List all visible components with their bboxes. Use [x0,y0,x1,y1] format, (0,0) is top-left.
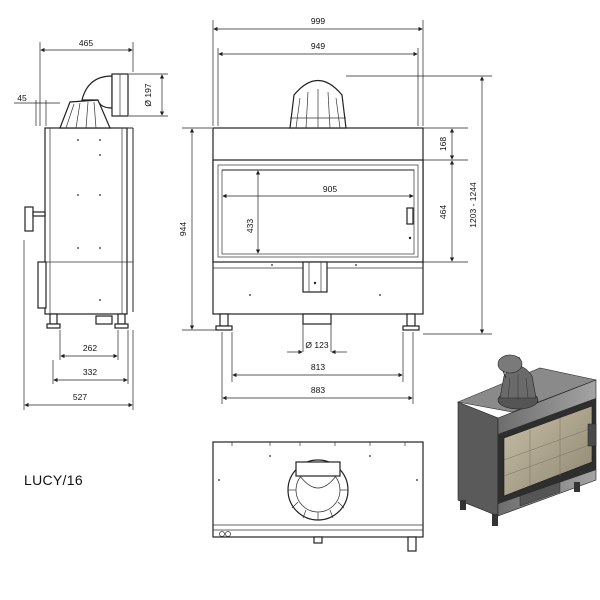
front-view: 999 949 905 433 168 464 1203 - 1244 944 [178,16,492,404]
dim-side-width: 465 [79,38,93,48]
dim-top-to-glass: 168 [438,137,448,151]
side-view: 465 45 Ø 197 262 332 527 [14,38,168,410]
dim-flue-diameter: Ø 197 [143,83,153,106]
dim-total-width: 999 [311,16,325,26]
render-glass [503,405,593,497]
front-air-inlet [302,261,328,293]
dim-inner-width: 949 [311,41,325,51]
dim-front-leg-span: 813 [311,362,325,372]
dim-base-width: 883 [311,385,325,395]
dim-door-height: 464 [438,205,448,219]
model-name: LUCY/16 [24,472,83,488]
dim-side-leg-span: 262 [83,343,97,353]
dim-total-depth: 527 [73,392,87,402]
dim-base-depth: 332 [83,367,97,377]
dim-glass-width: 905 [323,184,337,194]
side-view-body [44,127,128,315]
dim-air-inlet-diameter: Ø 123 [305,340,328,350]
top-view [212,441,424,552]
dim-body-height: 944 [178,222,188,236]
dim-total-height: 1203 - 1244 [468,182,478,228]
fireplace-3d-render [456,354,598,526]
dim-flue-offset: 45 [17,93,27,103]
dim-glass-height: 433 [245,219,255,233]
